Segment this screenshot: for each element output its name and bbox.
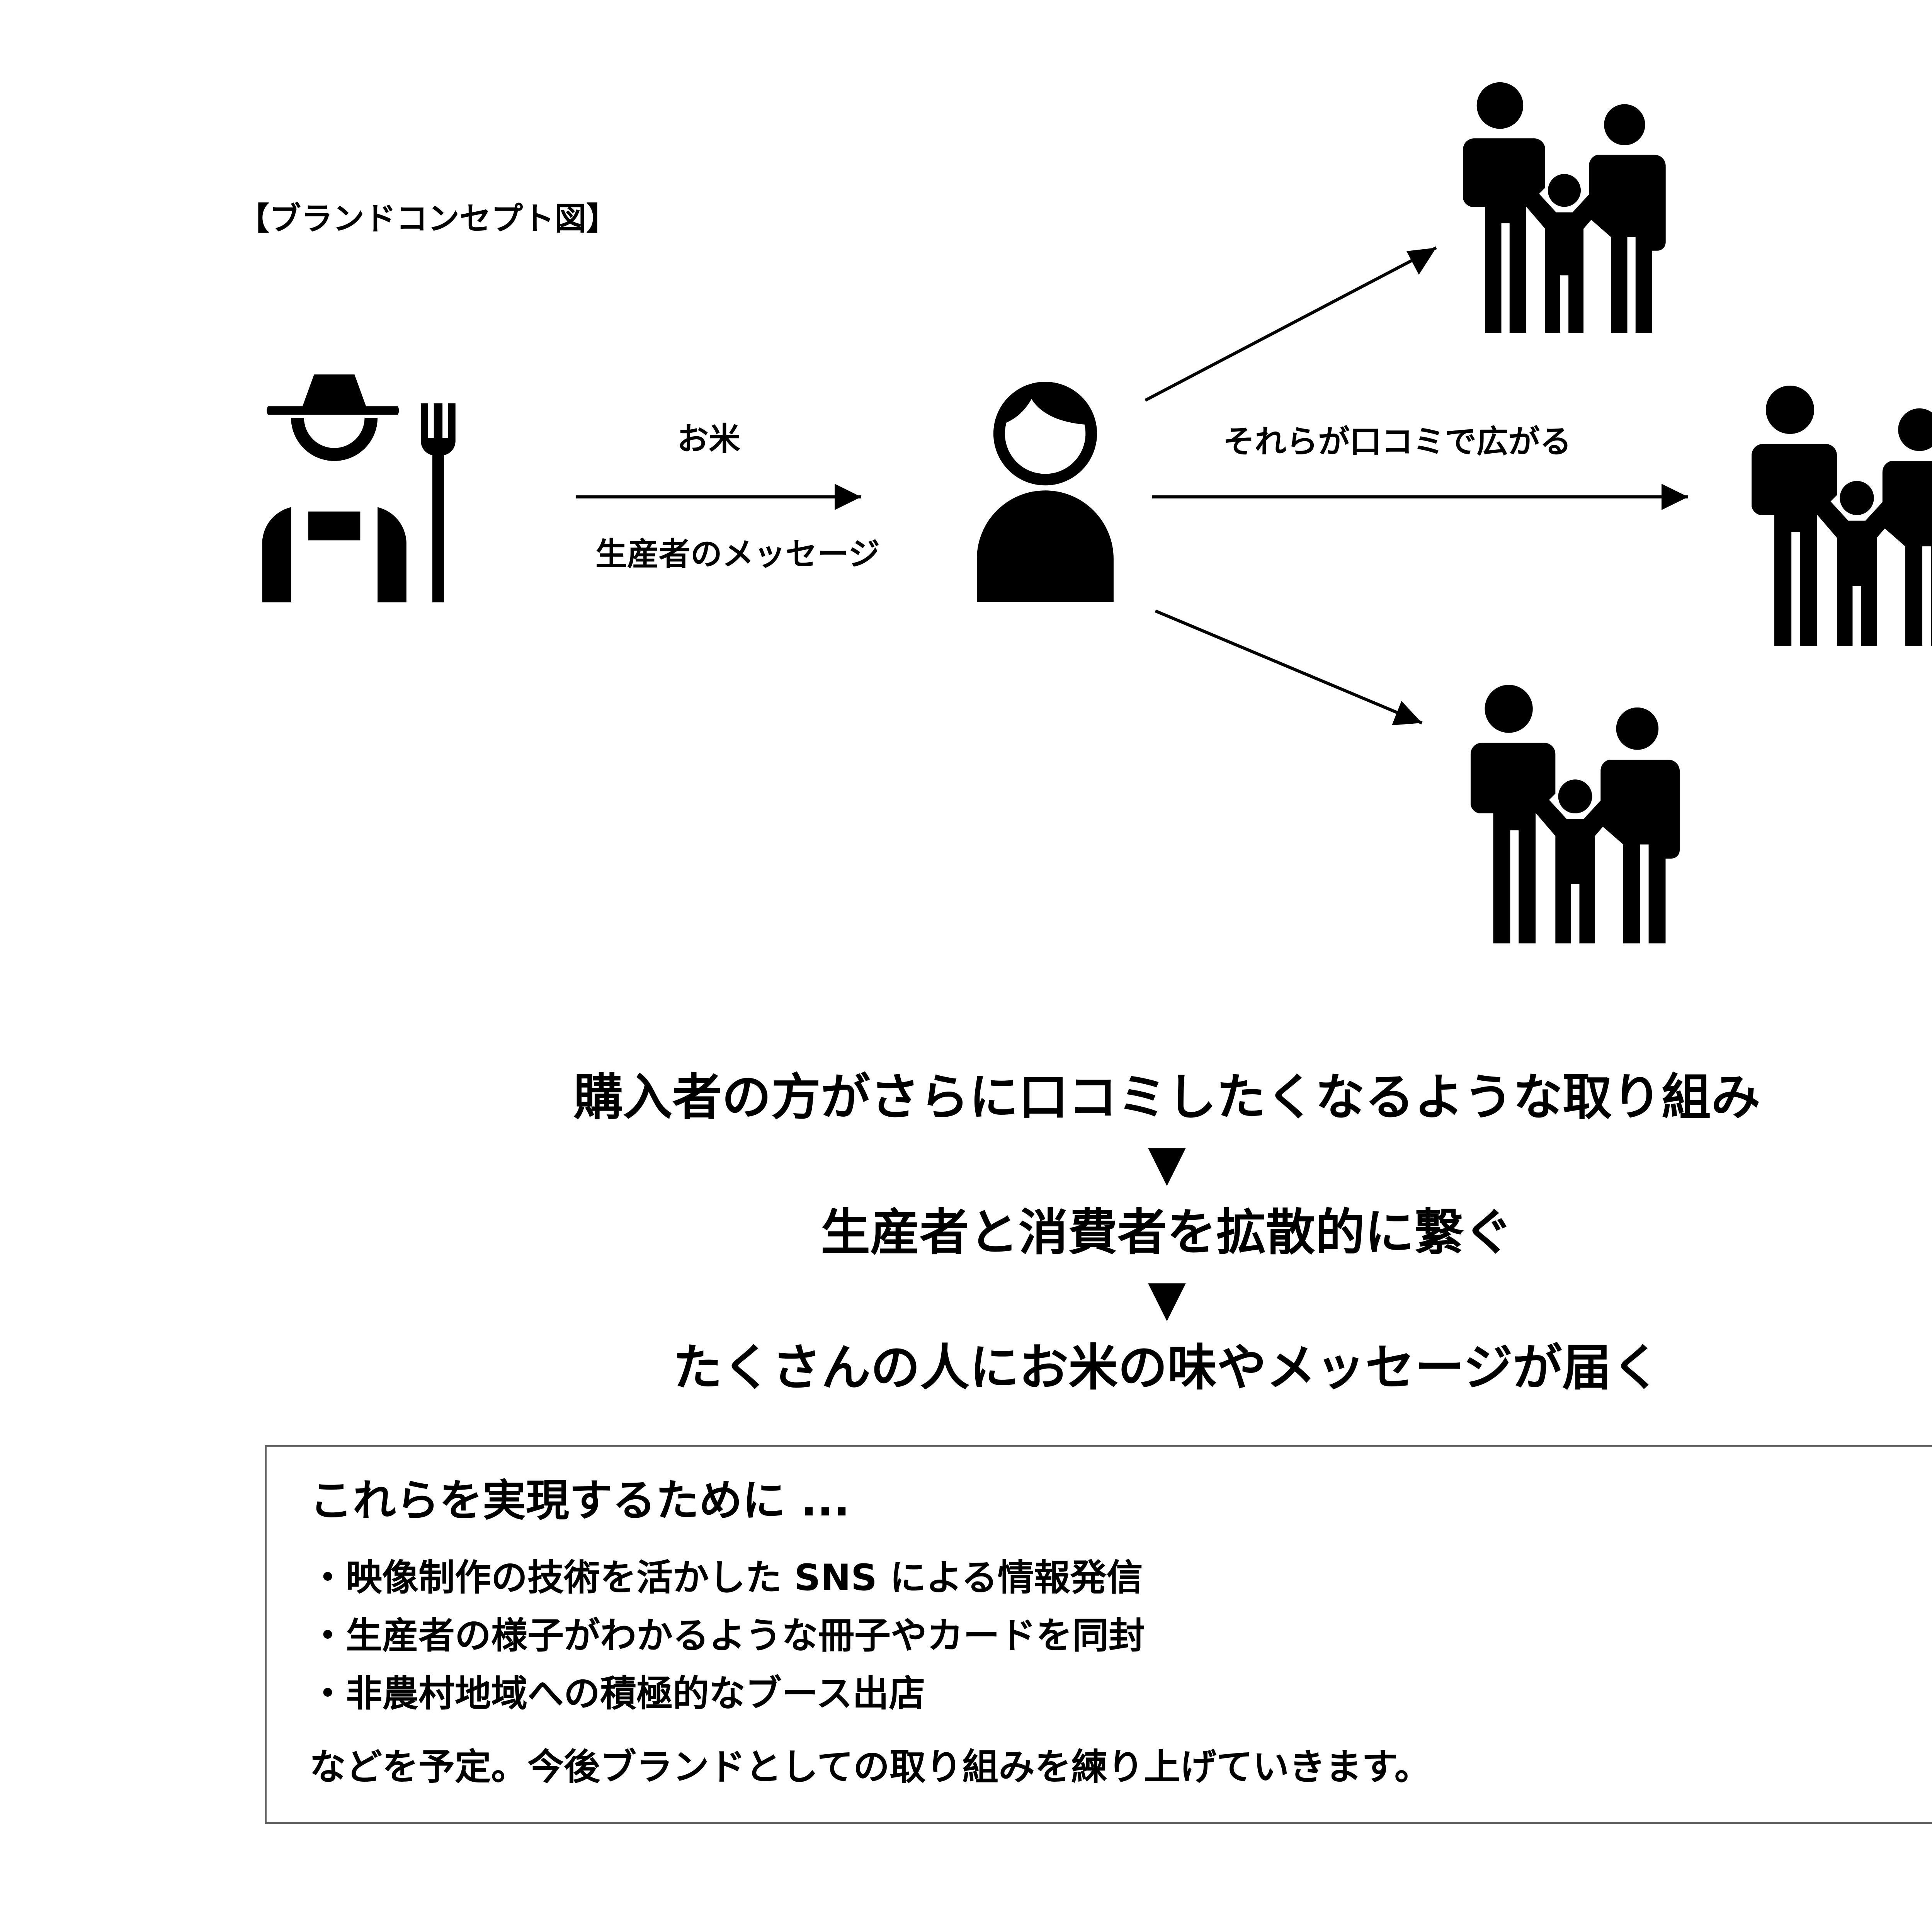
family-icon [1752, 385, 1932, 646]
flow-step-1: 購入者の方がさらに口コミしたくなるような取り組み [573, 1068, 1761, 1126]
plan-box [265, 1445, 1932, 1824]
arrow-spread-down [1155, 609, 1423, 724]
plan-item: ・生産者の様子がわかるような冊子やカードを同封 [310, 1615, 1145, 1657]
arrow-spread-up [1145, 246, 1437, 402]
consumer-icon [977, 382, 1114, 602]
down-triangle-icon: ▼ [1148, 1269, 1186, 1327]
diagram-title: 【ブランドコンセプト図】 [238, 201, 618, 237]
arrow-label-message: 生産者のメッセージ [595, 536, 880, 573]
flow-step-3: たくさんの人にお米の味やメッセージが届く [673, 1339, 1661, 1397]
plan-closing: などを予定。今後ブランドとしての取り組みを練り上げていきます。 [310, 1746, 1431, 1788]
plan-item: ・映像制作の技術を活かした SNS による情報発信 [310, 1557, 1143, 1599]
arrowhead [1662, 484, 1688, 510]
plan-heading: これらを実現するために ... [310, 1476, 850, 1526]
spread-label: それらが口コミで広がる [1223, 423, 1572, 460]
arrowhead [1392, 701, 1422, 725]
flow-step-2: 生産者と消費者を拡散的に繋ぐ [820, 1204, 1514, 1262]
arrowhead [1406, 248, 1436, 275]
arrows-layer [576, 246, 1688, 725]
family-icon [1463, 82, 1666, 333]
arrowhead [835, 484, 861, 510]
family-icon [1470, 685, 1680, 944]
arrow-label-rice: お米 [677, 420, 741, 457]
farmer-icon [262, 374, 456, 602]
plan-item: ・非農村地域への積極的なブース出店 [310, 1673, 925, 1715]
down-triangle-icon: ▼ [1148, 1134, 1186, 1192]
